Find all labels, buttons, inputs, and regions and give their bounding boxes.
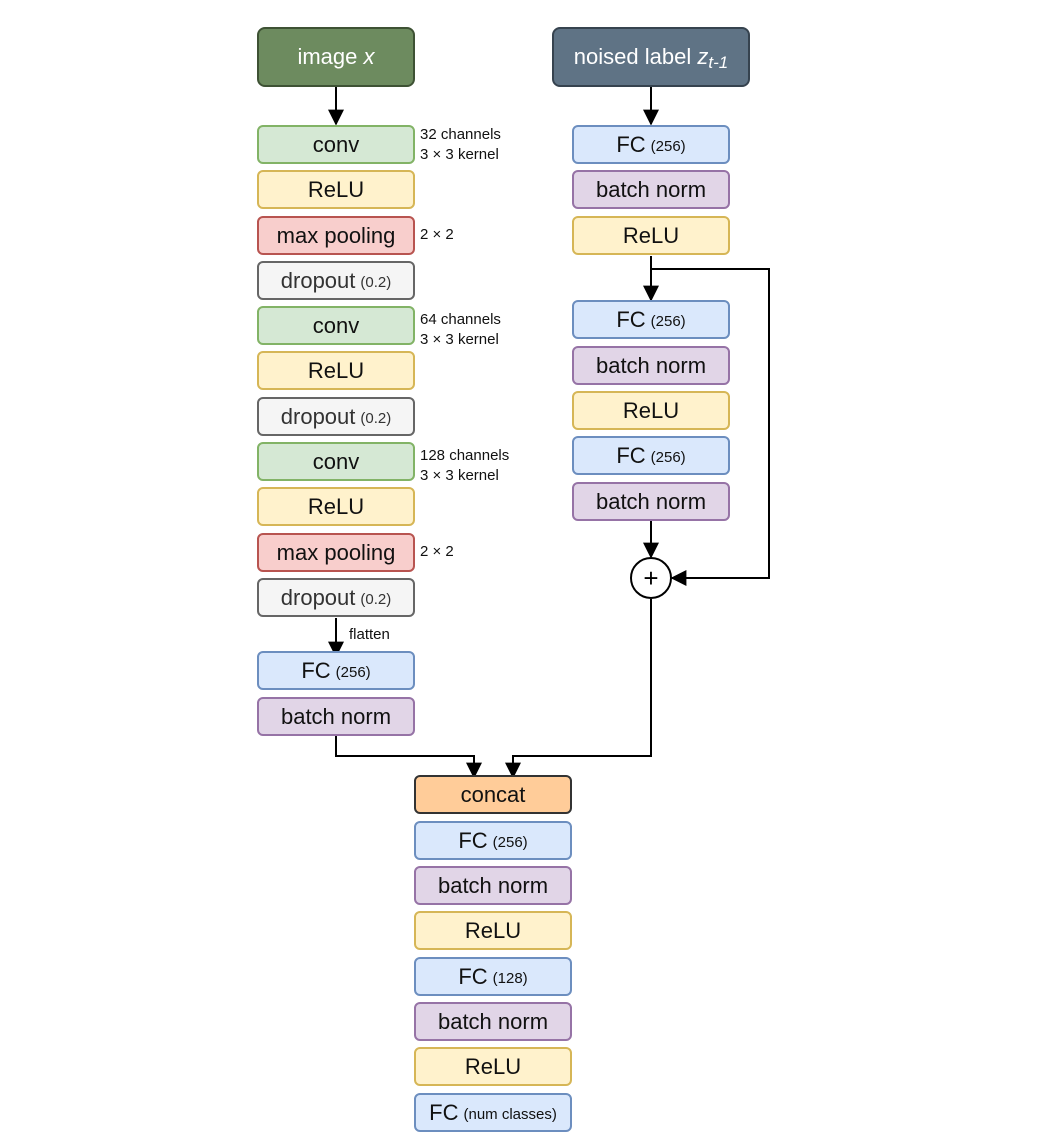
annotation-line: 3 × 3 kernel xyxy=(420,331,499,348)
layer-param: (0.2) xyxy=(360,410,392,427)
layer-label: conv xyxy=(312,131,360,157)
annotation-line: 3 × 3 kernel xyxy=(420,467,499,484)
bottom-fc-output: FC(num classes) xyxy=(414,1093,572,1132)
layer-param: (0.2) xyxy=(360,274,392,291)
layer-label: batch norm xyxy=(437,1008,549,1034)
annotation-line: 3 × 3 kernel xyxy=(420,146,499,163)
layer-param: (128) xyxy=(492,970,528,987)
bottom-relu-1: ReLU xyxy=(414,911,572,950)
layer-label: batch norm xyxy=(595,488,707,514)
annotation-line: 32 channels xyxy=(420,126,501,143)
left-dropout-3: dropout(0.2) xyxy=(257,578,415,617)
concat-node: concat xyxy=(414,775,572,814)
input-label-subscript: t-1 xyxy=(708,53,729,72)
left-conv-2: conv xyxy=(257,306,415,345)
layer-label: batch norm xyxy=(595,352,707,378)
input-image-text: image xyxy=(297,44,358,69)
layer-param: (256) xyxy=(492,834,528,851)
layer-label: FC xyxy=(616,442,646,468)
layer-param: (256) xyxy=(335,664,371,681)
bottom-fc-1: FC(256) xyxy=(414,821,572,860)
layer-label: FC xyxy=(616,306,646,332)
annotation-pool-1: 2 × 2 xyxy=(420,226,454,243)
left-relu-1: ReLU xyxy=(257,170,415,209)
left-relu-2: ReLU xyxy=(257,351,415,390)
left-dropout-1: dropout(0.2) xyxy=(257,261,415,300)
right-fc-2: FC(256) xyxy=(572,300,730,339)
left-maxpool-2: max pooling xyxy=(257,533,415,572)
layer-param: (256) xyxy=(650,138,686,155)
input-label-text: noised label xyxy=(573,44,692,69)
layer-label: max pooling xyxy=(276,222,396,248)
right-relu-2: ReLU xyxy=(572,391,730,430)
right-batch-norm-1: batch norm xyxy=(572,170,730,209)
layer-param: (0.2) xyxy=(360,591,392,608)
right-batch-norm-2: batch norm xyxy=(572,346,730,385)
right-relu-1: ReLU xyxy=(572,216,730,255)
layer-param: (256) xyxy=(650,449,686,466)
annotation-pool-2: 2 × 2 xyxy=(420,543,454,560)
layer-label: batch norm xyxy=(437,872,549,898)
layer-label: dropout xyxy=(280,584,356,610)
sum-symbol: + xyxy=(643,563,658,593)
annotation-conv-2: 64 channels 3 × 3 kernel xyxy=(420,310,501,350)
left-conv-3: conv xyxy=(257,442,415,481)
annotation-flatten: flatten xyxy=(349,626,390,643)
layer-label: FC xyxy=(616,131,646,157)
layer-label: FC xyxy=(301,657,331,683)
layer-label: ReLU xyxy=(622,397,680,423)
annotation-conv-1: 32 channels 3 × 3 kernel xyxy=(420,125,501,165)
layer-label: concat xyxy=(460,781,526,807)
edge-skip-connection xyxy=(651,268,770,586)
layer-label: dropout xyxy=(280,403,356,429)
left-fc: FC(256) xyxy=(257,651,415,690)
right-fc-3: FC(256) xyxy=(572,436,730,475)
left-batch-norm: batch norm xyxy=(257,697,415,736)
layer-label: ReLU xyxy=(307,357,365,383)
layer-label: conv xyxy=(312,312,360,338)
layer-param: (num classes) xyxy=(463,1106,557,1123)
layer-label: ReLU xyxy=(464,1053,522,1079)
layer-param: (256) xyxy=(650,313,686,330)
left-dropout-2: dropout(0.2) xyxy=(257,397,415,436)
layer-label: conv xyxy=(312,448,360,474)
right-fc-1: FC(256) xyxy=(572,125,730,164)
layer-label: ReLU xyxy=(307,493,365,519)
layer-label: dropout xyxy=(280,267,356,293)
left-maxpool-1: max pooling xyxy=(257,216,415,255)
input-image-var: x xyxy=(363,44,375,69)
bottom-batch-norm-1: batch norm xyxy=(414,866,572,905)
input-label-var: z xyxy=(697,44,709,69)
left-conv-1: conv xyxy=(257,125,415,164)
annotation-conv-3: 128 channels 3 × 3 kernel xyxy=(420,446,509,486)
sum-node xyxy=(630,557,672,599)
edge-right-to-concat xyxy=(505,599,652,779)
edge-left-to-concat xyxy=(335,736,482,779)
bottom-batch-norm-2: batch norm xyxy=(414,1002,572,1041)
layer-label: ReLU xyxy=(622,222,680,248)
bottom-fc-2: FC(128) xyxy=(414,957,572,996)
layer-label: ReLU xyxy=(464,917,522,943)
annotation-line: 128 channels xyxy=(420,447,510,464)
input-image: image x xyxy=(257,27,415,87)
layer-label: batch norm xyxy=(595,176,707,202)
annotation-line: 64 channels xyxy=(420,311,501,328)
left-relu-3: ReLU xyxy=(257,487,415,526)
right-batch-norm-3: batch norm xyxy=(572,482,730,521)
layer-label: ReLU xyxy=(307,176,365,202)
layer-label: FC xyxy=(458,963,488,989)
layer-label: batch norm xyxy=(280,703,392,729)
layer-label: FC xyxy=(429,1099,459,1125)
layer-label: FC xyxy=(458,827,488,853)
layer-label: max pooling xyxy=(276,539,396,565)
bottom-relu-2: ReLU xyxy=(414,1047,572,1086)
